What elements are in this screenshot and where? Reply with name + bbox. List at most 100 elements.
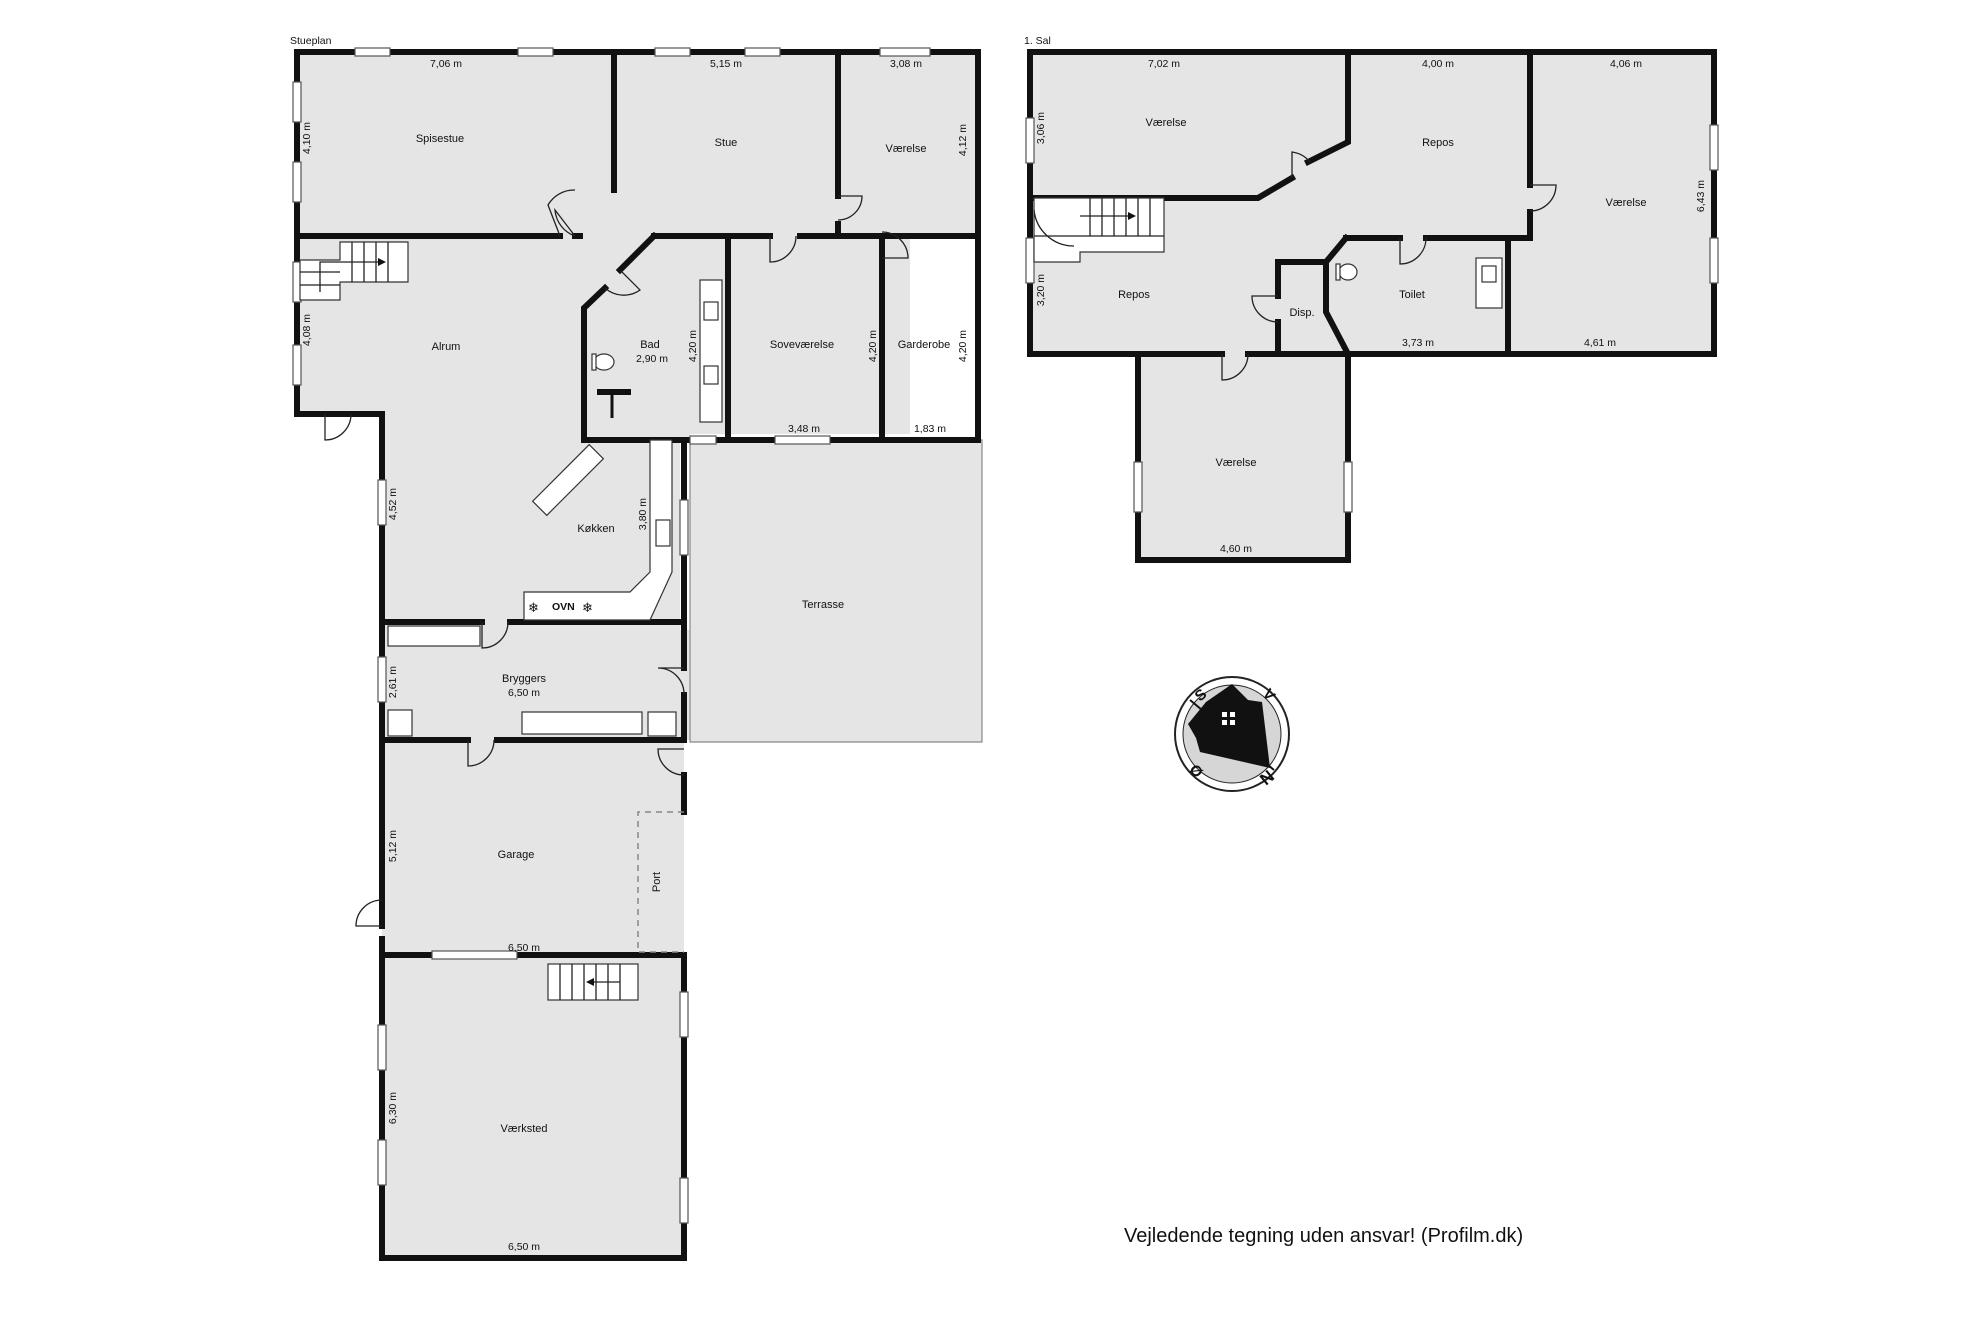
dim-512: 5,12 m: [387, 830, 399, 862]
wall-bath-2: [581, 283, 610, 443]
door: [837, 195, 863, 221]
first-floor-fill: [1030, 52, 1714, 560]
room-label-terrasse: Terrasse: [802, 599, 844, 611]
dim-460: 4,60 m: [1220, 543, 1252, 555]
kitchen-counter: [523, 439, 673, 621]
bryggers-counter: [387, 625, 481, 647]
snowflake-icon: ❄: [528, 600, 539, 615]
door: [604, 269, 642, 296]
window: [1025, 117, 1035, 164]
window: [654, 47, 691, 57]
room-label-garderobe: Garderobe: [898, 339, 951, 351]
bad-dimension: 2,90 m: [636, 353, 668, 365]
door: [881, 231, 909, 259]
room-label-bryggers: Bryggers: [502, 673, 547, 685]
dim-306: 3,06 m: [1035, 112, 1047, 144]
window: [744, 47, 781, 57]
window: [377, 1139, 387, 1186]
window: [377, 479, 387, 526]
door: [481, 621, 509, 649]
window: [431, 950, 518, 960]
room-label-disp: Disp.: [1289, 307, 1314, 319]
window: [1343, 461, 1353, 513]
room-label-alrum: Alrum: [432, 341, 461, 353]
room-label-vaerelse: Værelse: [886, 143, 927, 155]
window: [292, 81, 302, 123]
dim-452: 4,52 m: [387, 488, 399, 520]
sink: [703, 365, 719, 385]
door: [1221, 353, 1249, 381]
door: [657, 748, 685, 776]
kitchen-sink: [655, 519, 671, 547]
door: [355, 899, 383, 927]
door: [1251, 295, 1279, 323]
room-label-stue: Stue: [715, 137, 738, 149]
room-label-vaerelse-1: Værelse: [1146, 117, 1187, 129]
floor-label-first: 1. Sal: [1024, 35, 1051, 47]
door: [657, 667, 685, 695]
compass-window-icon: [1230, 720, 1235, 725]
dim-515: 5,15 m: [710, 58, 742, 70]
dim-348: 3,48 m: [788, 423, 820, 435]
dim-261: 2,61 m: [387, 666, 399, 698]
door: [1529, 184, 1557, 212]
wall-toilet-west: [1323, 233, 1353, 359]
window: [517, 47, 554, 57]
toilet-fixture: [593, 353, 615, 371]
window: [377, 656, 387, 703]
staircase-vaerksted: [547, 963, 639, 1001]
dim-408: 4,08 m: [301, 314, 313, 346]
compass-line: [1189, 699, 1275, 771]
wall-vaerelse1-repos: [1303, 49, 1351, 167]
room-label-kokken: Køkken: [577, 523, 614, 535]
dim-406: 4,06 m: [1610, 58, 1642, 70]
washer: [647, 711, 677, 737]
window: [679, 991, 689, 1038]
dim-308: 3,08 m: [890, 58, 922, 70]
dim-420b: 4,20 m: [867, 330, 879, 362]
window: [292, 161, 302, 203]
window: [689, 435, 717, 445]
room-label-repos-1: Repos: [1422, 137, 1454, 149]
dim-630: 6,30 m: [387, 1092, 399, 1124]
compass: S V Ø N: [1174, 676, 1290, 792]
dim-706: 7,06 m: [430, 58, 462, 70]
oven-label: OVN: [552, 601, 575, 613]
room-label-vaerksted: Værksted: [500, 1123, 547, 1135]
window: [1025, 237, 1035, 284]
room-label-vaerelse-2: Værelse: [1606, 197, 1647, 209]
window: [354, 47, 391, 57]
window: [377, 1024, 387, 1071]
dim-400: 4,00 m: [1422, 58, 1454, 70]
room-label-bad: Bad: [640, 339, 660, 351]
bath-counter: [699, 279, 723, 423]
room-label-spisestue: Spisestue: [416, 133, 464, 145]
bryggers-cabinet: [387, 709, 413, 737]
compass-house-icon: [1188, 684, 1270, 768]
floor-label-ground: Stueplan: [290, 35, 332, 47]
dim-702: 7,02 m: [1148, 58, 1180, 70]
staircase-alrum: [299, 241, 409, 301]
staircase-1sal: [1033, 197, 1165, 263]
window: [879, 47, 931, 57]
snowflake-icon: ❄: [582, 600, 593, 615]
room-label-sovevaerelse: Soveværelse: [770, 339, 834, 351]
dim-373: 3,73 m: [1402, 337, 1434, 349]
sink: [703, 301, 719, 321]
door: [1291, 151, 1311, 178]
disclaimer-text: Vejledende tegning uden ansvar! (Profilm…: [1124, 1225, 1523, 1247]
window: [679, 1177, 689, 1224]
door: [324, 413, 352, 441]
room-label-repos-2: Repos: [1118, 289, 1150, 301]
wall-bath: [615, 231, 659, 275]
sink: [1481, 265, 1497, 283]
window: [1133, 461, 1143, 513]
compass-window-icon: [1230, 712, 1235, 717]
room-label-garage: Garage: [498, 849, 535, 861]
dim-650b: 6,50 m: [508, 1241, 540, 1253]
dim-410: 4,10 m: [301, 122, 313, 154]
dim-461: 4,61 m: [1584, 337, 1616, 349]
compass-window-icon: [1222, 720, 1227, 725]
toilet-tank: [591, 353, 597, 371]
